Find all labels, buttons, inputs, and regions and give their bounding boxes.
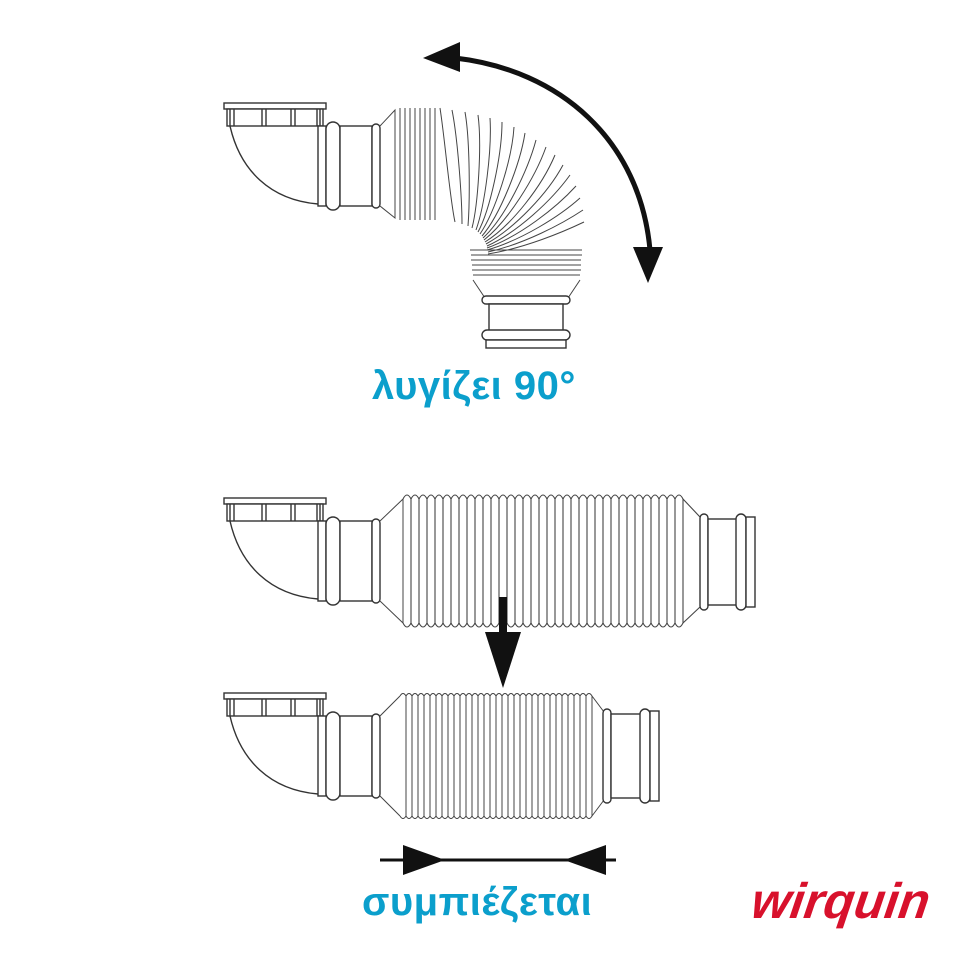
extended-pipe-figure	[223, 494, 756, 628]
compressed-pipe-figure	[223, 692, 660, 819]
down-arrow-icon	[485, 597, 521, 688]
bend-caption: λυγίζει 90°	[372, 364, 576, 408]
bent-pipe-figure	[223, 42, 663, 349]
wirquin-logo: wirquin	[748, 873, 934, 929]
curved-double-arrow-icon	[423, 42, 663, 283]
compress-caption: συμπιέζεται	[362, 880, 593, 924]
compress-arrows-icon	[380, 845, 616, 875]
extended-coils	[402, 494, 701, 628]
